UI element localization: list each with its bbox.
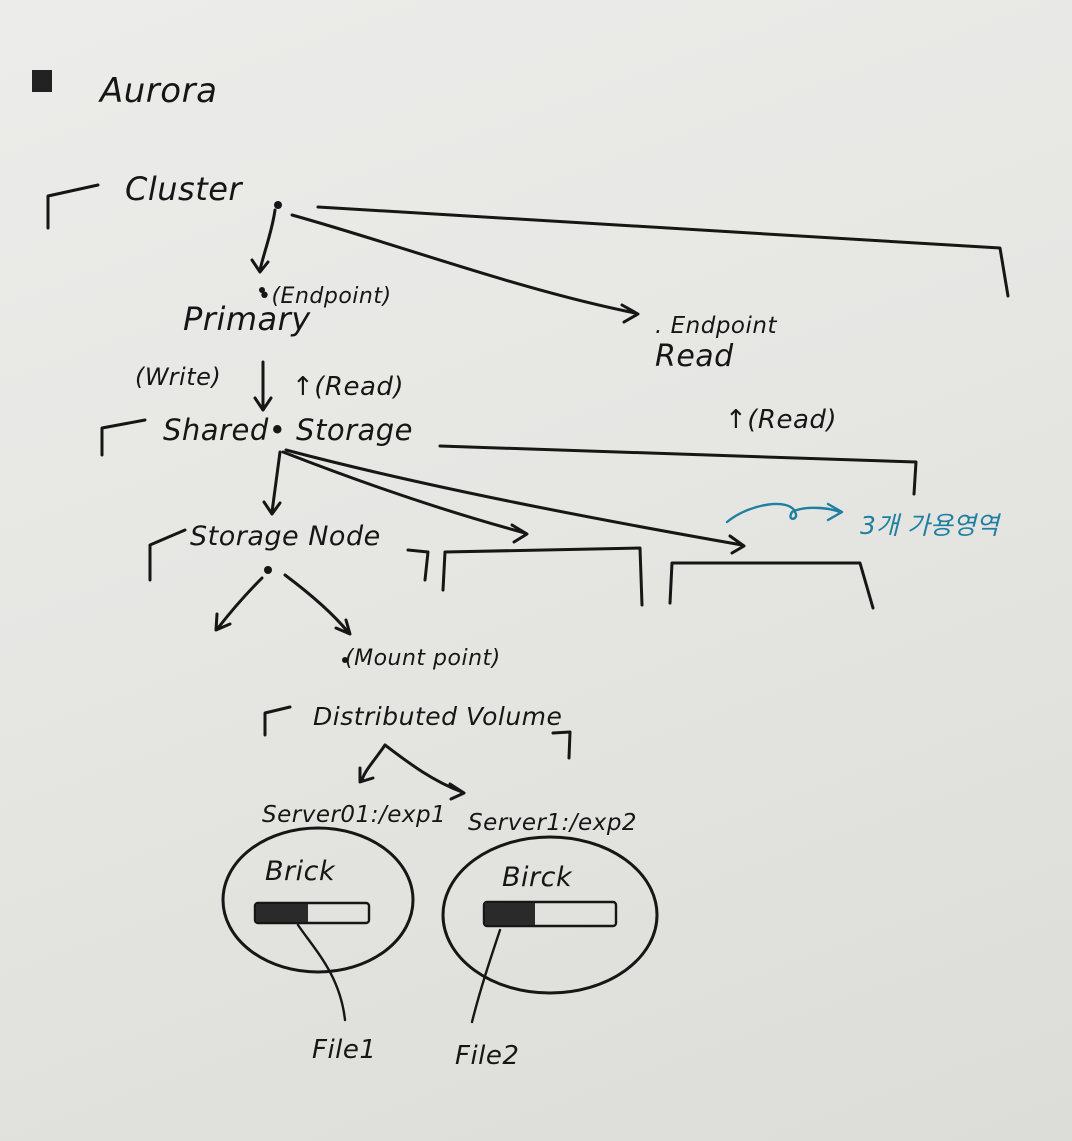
mount-point-label: (Mount point) (345, 646, 501, 671)
brick1-circle (221, 826, 415, 974)
storage-node-1-bracket-right (406, 548, 430, 582)
brick1-bar-fill (256, 904, 308, 922)
mount-point-dot (342, 657, 348, 663)
brick2-circle (441, 835, 659, 995)
write-arrow-down (253, 360, 273, 412)
read-label-replica: ↑(Read) (725, 405, 837, 435)
distributed-volume-bracket-left (263, 705, 292, 737)
brick2-bar (482, 900, 618, 928)
title-bullet-icon (32, 70, 52, 92)
shared-storage-bracket (100, 418, 147, 457)
storage-node-3-bracket (668, 561, 875, 610)
arrow-node-to-mount (283, 573, 352, 636)
primary-endpoint-dot (259, 287, 265, 293)
storage-node-2-bracket (441, 546, 644, 607)
distributed-volume-label: Distributed Volume (313, 702, 562, 731)
arrow-storage-to-node3 (284, 448, 746, 555)
file2-label: File2 (455, 1041, 519, 1071)
cluster-bracket (46, 183, 100, 230)
server2-path-label: Server1:/exp2 (468, 810, 637, 836)
arrow-storage-to-node2 (281, 450, 529, 544)
brick2-bar-fill (485, 903, 535, 925)
shared-storage-bracket-right (438, 444, 918, 496)
az-note-arrow (725, 502, 844, 524)
diagram-title: Aurora (98, 71, 217, 111)
write-label: (Write) (135, 363, 221, 391)
shared-storage-label: Shared• Storage (163, 413, 413, 447)
server1-path-label: Server01:/exp1 (262, 802, 446, 828)
read-endpoint-label: . Endpoint (655, 313, 777, 339)
storage-node-1-bracket-left (148, 528, 187, 582)
read-label-primary: ↑(Read) (292, 372, 404, 402)
arrow-node-left (214, 576, 264, 632)
storage-node-label: Storage Node (190, 521, 381, 552)
az-note-label: 3개 가용영역 (860, 511, 1002, 540)
arrow-storage-to-node1 (262, 450, 282, 516)
cluster-bracket-right (316, 205, 1010, 298)
arrow-cluster-to-primary (250, 208, 277, 274)
brick1-label: Brick (265, 856, 336, 887)
primary-endpoint-label: •(Endpoint) (258, 284, 392, 309)
arrow-cluster-to-read (290, 213, 640, 324)
brick2-label: Birck (502, 862, 573, 893)
arrow-volume-split (358, 743, 466, 801)
file1-label: File1 (312, 1035, 376, 1065)
cluster-label: Cluster (125, 170, 243, 208)
brick2-leader (470, 928, 502, 1024)
cluster-dot (274, 201, 282, 209)
brick1-leader (296, 923, 347, 1022)
distributed-volume-bracket-right (551, 730, 572, 760)
read-replica-label: Read (655, 339, 734, 374)
storage-node-dot (264, 566, 272, 574)
brick1-bar (253, 901, 371, 925)
primary-label: Primary (183, 300, 311, 338)
